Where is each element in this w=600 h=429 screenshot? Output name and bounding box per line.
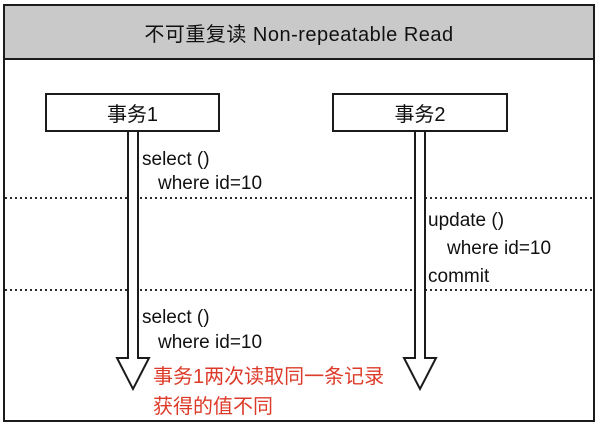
- tx1-first-select-line: select (): [142, 149, 210, 170]
- tx1-second-where-line: where id=10: [158, 332, 263, 353]
- annotation-line-1: 事务1两次读取同一条记录: [153, 366, 385, 388]
- diagram-canvas: 事务1 事务2 select () where id=10 update () …: [5, 60, 593, 420]
- transaction1-label: 事务1: [106, 104, 159, 126]
- time-divider-2: [5, 289, 593, 291]
- tx1-first-select-operation: select () where id=10: [142, 148, 262, 196]
- time-divider-1: [5, 197, 593, 199]
- tx2-timeline-arrow-icon: [402, 132, 438, 392]
- tx1-timeline-arrow-icon: [115, 132, 151, 392]
- title-bar: 不可重复读 Non-repeatable Read: [5, 6, 593, 60]
- tx2-update-operation: update () where id=10 commit: [428, 207, 551, 291]
- transaction2-box: 事务2: [332, 93, 508, 132]
- tx1-second-select-operation: select () where id=10: [142, 305, 262, 355]
- tx1-second-select-line: select (): [142, 307, 210, 328]
- non-repeatable-read-annotation: 事务1两次读取同一条记录 获得的值不同: [153, 362, 384, 422]
- transaction2-label: 事务2: [394, 104, 446, 126]
- transaction1-box: 事务1: [45, 93, 220, 132]
- tx2-update-line: update (): [428, 210, 505, 231]
- diagram-frame: 不可重复读 Non-repeatable Read 事务1 事务2 select…: [3, 4, 595, 422]
- annotation-line-2: 获得的值不同: [153, 396, 273, 418]
- tx2-where-line: where id=10: [447, 238, 552, 259]
- tx1-first-where-line: where id=10: [158, 173, 263, 194]
- timeline-arrows: [115, 132, 438, 392]
- diagram-title: 不可重复读 Non-repeatable Read: [144, 23, 454, 46]
- tx2-commit-line: commit: [428, 266, 490, 287]
